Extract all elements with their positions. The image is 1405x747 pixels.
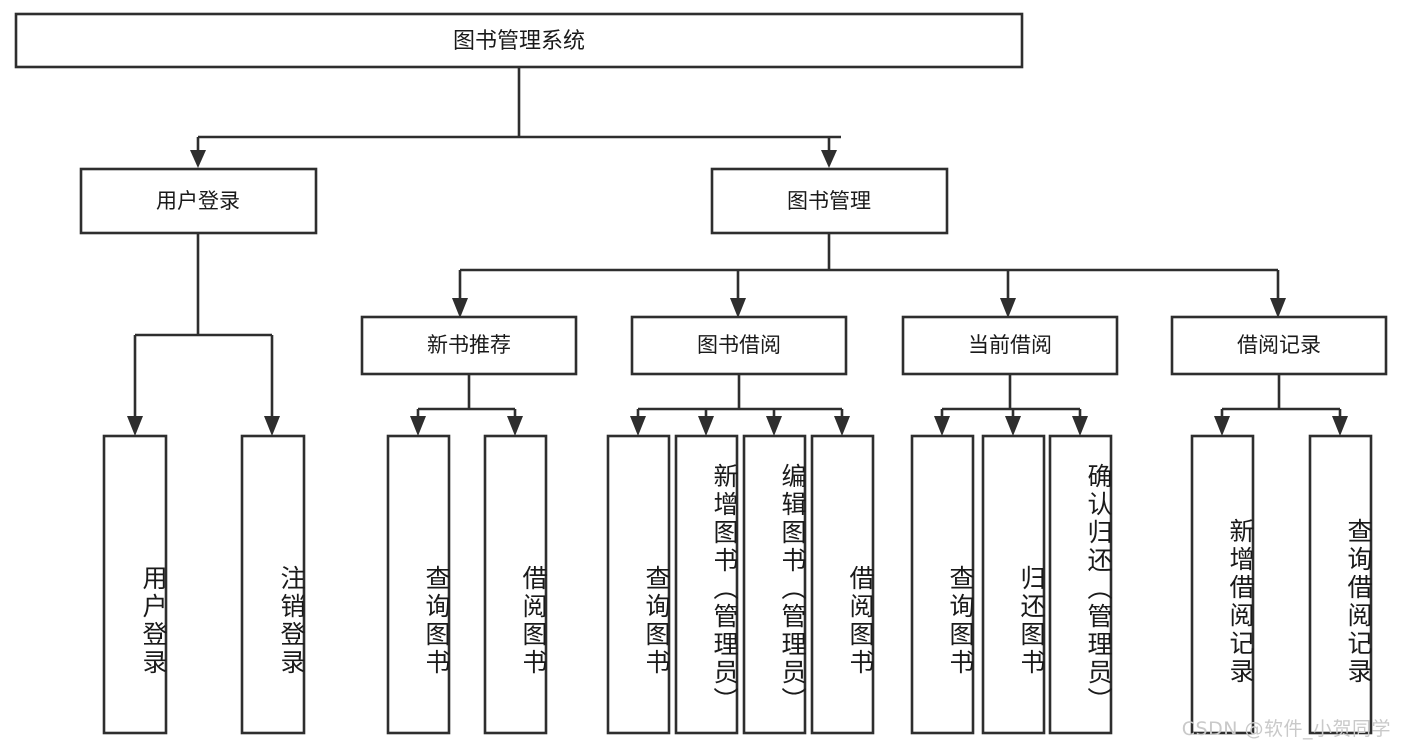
node-records-box[interactable]: [1170, 315, 1388, 376]
connector-group-root-to-level2: [190, 67, 841, 168]
arrowhead-leaf9: [934, 416, 950, 436]
node-leaf13-box[interactable]: [1308, 434, 1373, 735]
node-leaf8-box[interactable]: [810, 434, 875, 735]
connector-group-current-to-leaves: [934, 374, 1088, 436]
node-root-box[interactable]: [14, 12, 1024, 69]
node-current-label: 当前借阅: [968, 333, 1052, 357]
node-bookmgmt-box[interactable]: [710, 167, 949, 235]
node-newbook[interactable]: 新书推荐: [360, 315, 578, 376]
node-leaf2-box[interactable]: [240, 434, 306, 735]
node-bookmgmt[interactable]: 图书管理: [710, 167, 949, 235]
node-leaf12-box[interactable]: [1190, 434, 1255, 735]
node-borrow-box[interactable]: [630, 315, 848, 376]
node-newbook-label: 新书推荐: [427, 333, 511, 357]
node-current-box[interactable]: [901, 315, 1119, 376]
node-leaf1-box[interactable]: [102, 434, 168, 735]
arrowhead-leaf1: [127, 416, 143, 436]
arrowhead-bookmgmt: [821, 150, 837, 168]
node-borrow-label: 图书借阅: [697, 333, 781, 357]
arrowhead-leaf3: [410, 416, 426, 436]
connector-group-borrow-to-leaves: [630, 374, 850, 436]
node-login-box[interactable]: [79, 167, 318, 235]
arrowhead-records: [1270, 298, 1286, 318]
connector-group-newbook-to-leaves: [410, 374, 523, 436]
node-leaf3-box[interactable]: [386, 434, 451, 735]
node-leaf5-box[interactable]: [606, 434, 671, 735]
arrowhead-login: [190, 150, 206, 168]
node-bookmgmt-label: 图书管理: [787, 189, 871, 213]
node-borrow[interactable]: 图书借阅: [630, 315, 848, 376]
arrowhead-borrow: [730, 298, 746, 318]
leaf-boxes: [102, 434, 1373, 735]
arrowhead-leaf11: [1072, 416, 1088, 436]
arrowhead-leaf5: [630, 416, 646, 436]
arrowhead-leaf10: [1005, 416, 1021, 436]
arrowhead-newbook: [452, 298, 468, 318]
arrowhead-leaf4: [507, 416, 523, 436]
connector-group-bookmgmt-to-level3: [452, 233, 1286, 318]
arrowhead-leaf7: [766, 416, 782, 436]
node-current[interactable]: 当前借阅: [901, 315, 1119, 376]
csdn-watermark: CSDN @软件_小贺同学: [1181, 718, 1391, 740]
arrowhead-leaf13: [1332, 416, 1348, 436]
node-leaf10-box[interactable]: [981, 434, 1046, 735]
node-leaf9-box[interactable]: [910, 434, 975, 735]
node-records-label: 借阅记录: [1237, 333, 1321, 357]
arrowhead-leaf6: [698, 416, 714, 436]
arrowhead-leaf2: [264, 416, 280, 436]
node-leaf4-box[interactable]: [483, 434, 548, 735]
node-leaf7-box[interactable]: [742, 434, 807, 735]
connector-group-records-to-leaves: [1214, 374, 1348, 436]
node-leaf6-box[interactable]: [674, 434, 739, 735]
node-root-label: 图书管理系统: [453, 29, 585, 54]
node-root[interactable]: 图书管理系统: [14, 12, 1024, 69]
node-login[interactable]: 用户登录: [79, 167, 318, 235]
node-newbook-box[interactable]: [360, 315, 578, 376]
node-records[interactable]: 借阅记录: [1170, 315, 1388, 376]
node-leaf11-box[interactable]: [1048, 434, 1113, 735]
arrowhead-current: [1000, 298, 1016, 318]
connector-group-login-to-leaves: [127, 233, 280, 436]
node-login-label: 用户登录: [156, 189, 240, 213]
arrowhead-leaf8: [834, 416, 850, 436]
arrowhead-leaf12: [1214, 416, 1230, 436]
